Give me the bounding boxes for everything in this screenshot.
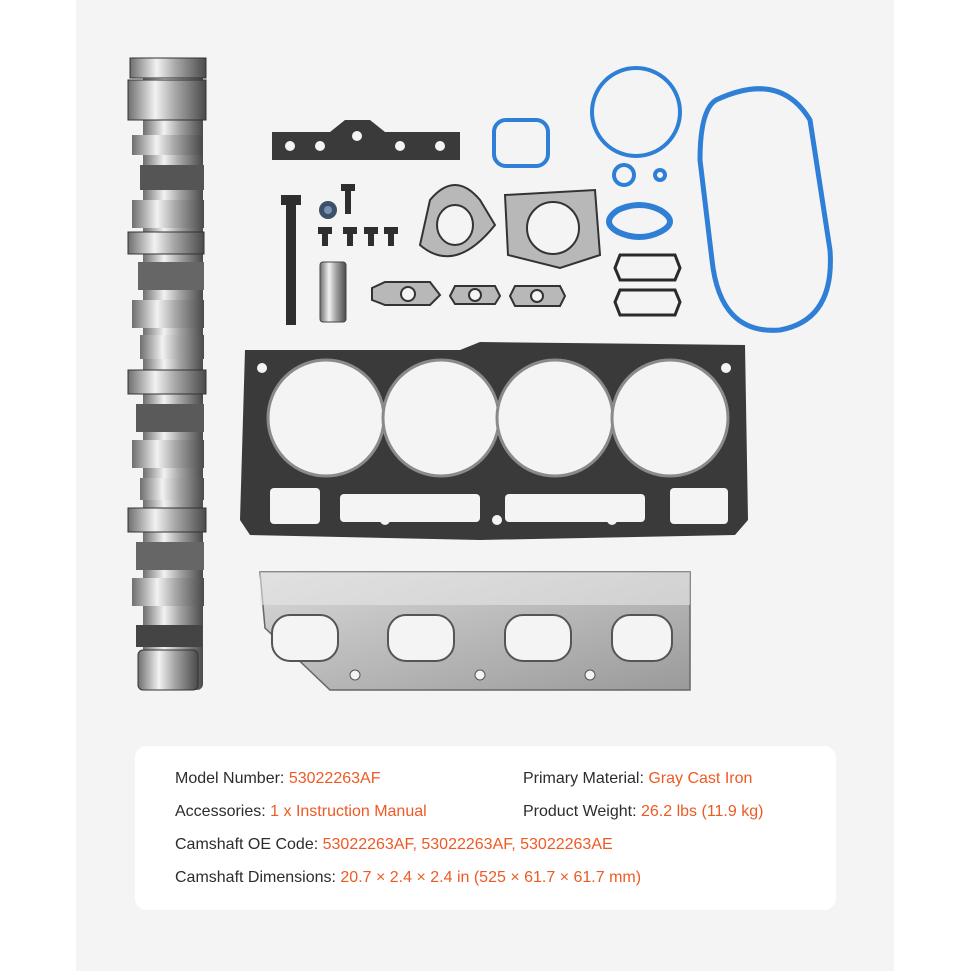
spec-value: 20.7 × 2.4 × 2.4 in (525 × 61.7 × 61.7 m… (340, 869, 642, 886)
spec-label: Camshaft Dimensions: (175, 869, 336, 886)
black-seals (613, 253, 682, 317)
spec-primary-material: Primary Material: Gray Cast Iron (523, 770, 752, 788)
spec-value: Gray Cast Iron (648, 770, 753, 787)
spec-label: Product Weight: (523, 803, 637, 820)
spec-product-weight: Product Weight: 26.2 lbs (11.9 kg) (523, 803, 763, 821)
spec-value: 53022263AF, 53022263AF, 53022263AE (322, 836, 613, 853)
spec-model-number: Model Number: 53022263AF (175, 770, 380, 788)
exhaust-manifold-gasket (259, 571, 691, 691)
spec-label: Model Number: (175, 770, 285, 787)
spec-dimensions: Camshaft Dimensions: 20.7 × 2.4 × 2.4 in… (175, 869, 641, 887)
timing-bracket (272, 120, 460, 160)
bolts-and-lifter (281, 184, 398, 325)
spec-value: 1 x Instruction Manual (270, 803, 427, 820)
spec-accessories: Accessories: 1 x Instruction Manual (175, 803, 427, 821)
product-illustration (127, 57, 833, 691)
spec-label: Accessories: (175, 803, 266, 820)
spec-value: 53022263AF (288, 770, 381, 787)
camshaft (127, 57, 207, 691)
head-gasket (240, 342, 748, 540)
spec-label: Primary Material: (523, 770, 644, 787)
small-gaskets (371, 184, 602, 307)
spec-value: 26.2 lbs (11.9 kg) (641, 803, 764, 820)
specs-card: Model Number: 53022263AF Primary Materia… (135, 746, 836, 910)
blue-seals (492, 66, 833, 333)
spec-label: Camshaft OE Code: (175, 836, 319, 853)
spec-oe-code: Camshaft OE Code: 53022263AF, 53022263AF… (175, 836, 613, 854)
